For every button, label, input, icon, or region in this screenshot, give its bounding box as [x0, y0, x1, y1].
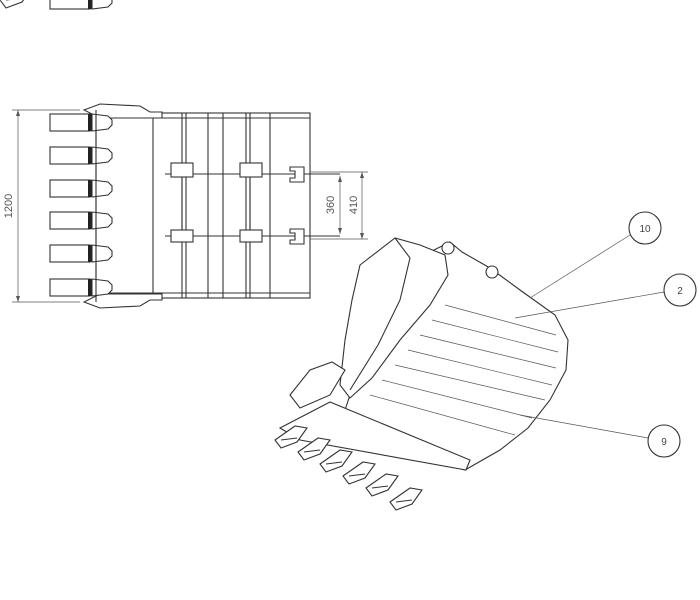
dimension-label: 1200 [3, 194, 15, 218]
balloon-2: 2 [514, 273, 697, 319]
dimension-360: 360 [325, 176, 342, 234]
top-view: 1200 [3, 0, 368, 309]
ears [441, 241, 499, 279]
liner-strips [369, 304, 559, 436]
svg-text:2: 2 [677, 286, 683, 297]
svg-text:360: 360 [325, 196, 337, 214]
iso-view-teeth [0, 0, 423, 511]
balloon-9: 9 [519, 414, 681, 458]
pin-bosses [165, 162, 340, 245]
svg-text:10: 10 [639, 224, 651, 235]
iso-view [0, 0, 569, 511]
dimension-410: 410 [310, 171, 368, 240]
dimension-1200: 1200 [3, 109, 80, 303]
svg-text:9: 9 [661, 437, 667, 448]
balloon-10: 10 [529, 211, 662, 299]
svg-text:410: 410 [348, 196, 360, 214]
top-view-teeth [49, 0, 113, 302]
